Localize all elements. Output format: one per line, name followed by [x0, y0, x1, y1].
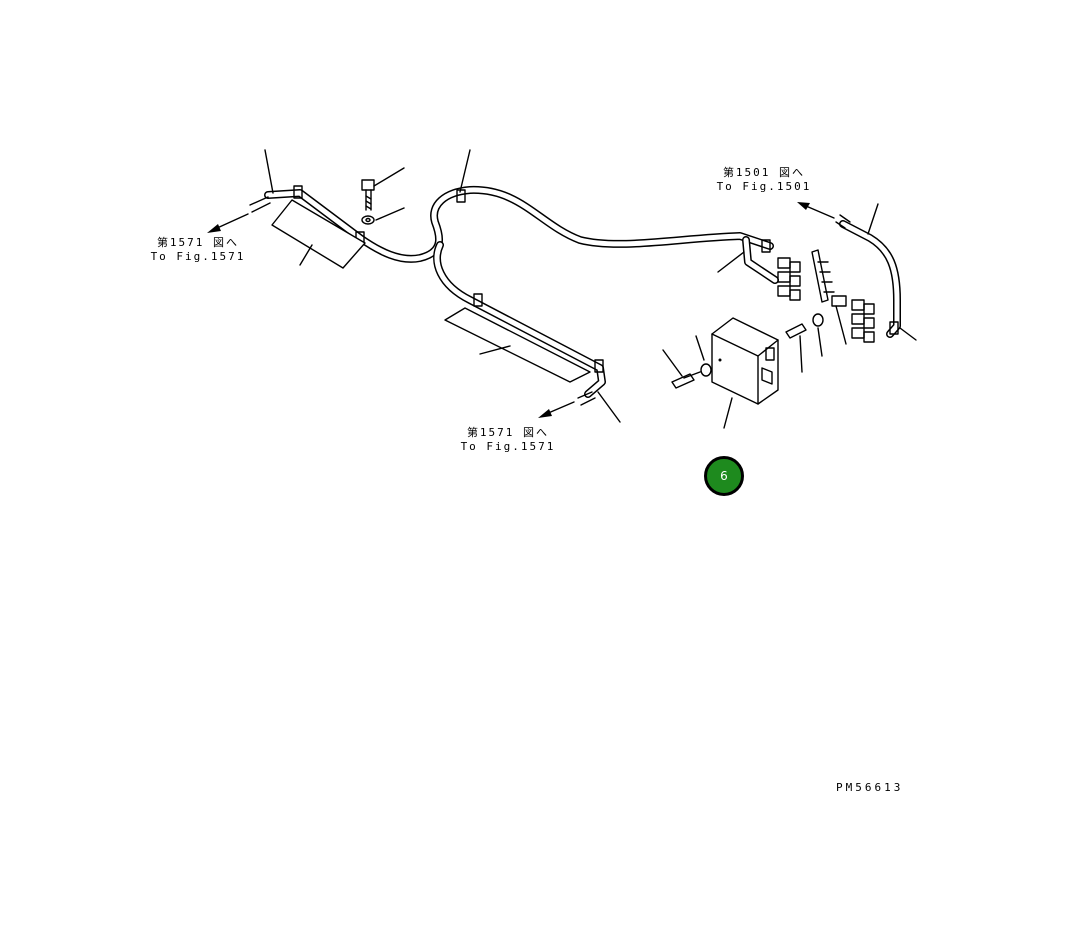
- connector-set-right: [851, 299, 875, 343]
- protect-sheet-upper: [271, 199, 366, 269]
- ref-label-en: To Fig.1571: [460, 440, 556, 453]
- arrow-to-1501: [797, 202, 835, 219]
- ref-label-ja: 第1571 図へ: [156, 236, 240, 249]
- controller-box: [711, 317, 779, 405]
- ref-label-ja: 第1501 図へ: [722, 166, 806, 179]
- bolt-top: [361, 179, 375, 225]
- ref-label-en: To Fig.1571: [150, 250, 246, 263]
- protect-sheet-lower: [444, 307, 591, 383]
- part-callout-6[interactable]: 6: [704, 456, 744, 496]
- bolt-box-left: [671, 363, 712, 389]
- arrow-to-1571-left: [207, 213, 249, 233]
- connector-set-left: [777, 257, 801, 301]
- hose-branch: [433, 241, 606, 398]
- hose-end-bottom: [577, 391, 596, 406]
- hose-end-right: [835, 214, 851, 229]
- leader-lines: [264, 149, 917, 429]
- hose-right: [742, 220, 901, 338]
- bolt-box-right: [785, 313, 824, 339]
- hose-end-left: [249, 196, 271, 213]
- callout-number: 6: [720, 469, 728, 483]
- hose-clamps: [293, 185, 899, 373]
- ref-label-en: To Fig.1501: [716, 180, 812, 193]
- ref-label-1501: 第1501 図へ To Fig.1501: [712, 166, 816, 194]
- arrow-to-1571-bottom: [538, 401, 575, 418]
- ref-label-ja: 第1571 図へ: [466, 426, 550, 439]
- ref-label-1571-left: 第1571 図へ To Fig.1571: [148, 236, 248, 264]
- terminal-strip: [811, 249, 847, 307]
- drawing-number: PM56613: [836, 781, 904, 794]
- ref-label-1571-bottom: 第1571 図へ To Fig.1571: [458, 426, 558, 454]
